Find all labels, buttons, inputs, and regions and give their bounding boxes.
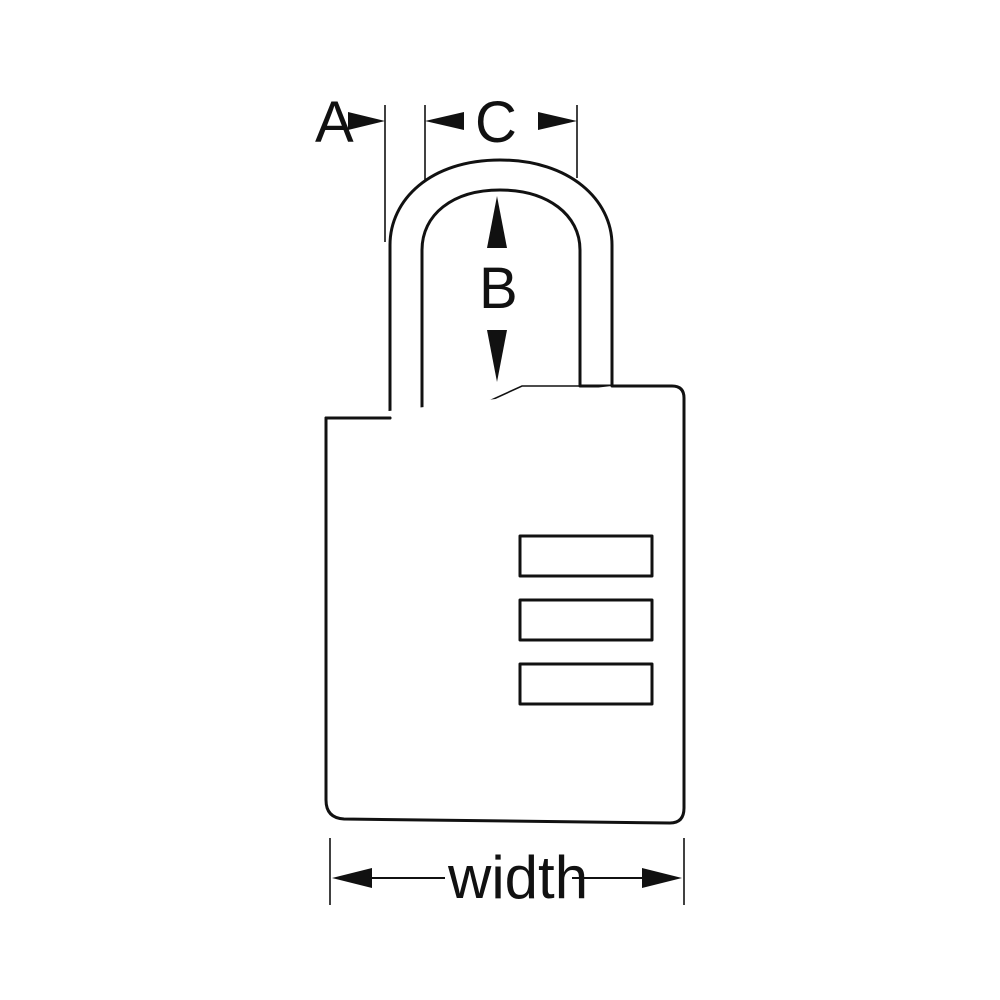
combination-dials bbox=[518, 534, 654, 706]
dim-c-label: C bbox=[475, 90, 517, 155]
width-arrow-left bbox=[332, 868, 372, 888]
dim-c-arrow-right bbox=[538, 112, 577, 130]
combination-dial-window bbox=[518, 662, 654, 706]
width-arrow-right bbox=[642, 868, 682, 888]
dim-c-arrow-left bbox=[425, 112, 464, 130]
combination-dial-window bbox=[518, 598, 654, 642]
width-label: width bbox=[447, 844, 588, 911]
padlock-shackle bbox=[388, 158, 614, 420]
dim-a-label: A bbox=[315, 90, 354, 155]
dim-b-arrow-down bbox=[487, 330, 507, 382]
combination-dial-window bbox=[518, 534, 654, 578]
dim-b-arrow-up bbox=[487, 196, 507, 248]
dim-b-label: B bbox=[479, 256, 518, 321]
dim-a-arrow bbox=[348, 112, 385, 130]
